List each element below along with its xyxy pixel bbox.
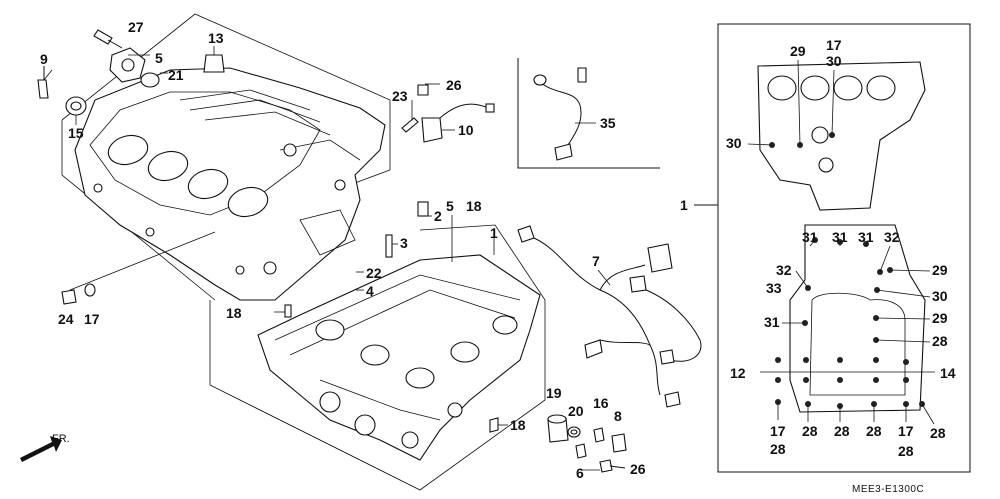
detail-leader-lines <box>747 59 935 425</box>
detail-callout-31-b: 31 <box>832 229 848 245</box>
callout-8-sensor: 8 <box>614 408 622 424</box>
callout-18-top: 18 <box>466 198 482 214</box>
callout-7: 7 <box>592 253 600 269</box>
lower-crankcase <box>209 201 546 491</box>
detail-callout-30-top: 30 <box>826 53 842 69</box>
detail-callout-31-a: 31 <box>802 229 818 245</box>
callout-15: 15 <box>68 125 84 141</box>
detail-callout-28-corner: 28 <box>930 425 946 441</box>
detail-callout-32-right: 32 <box>884 229 900 245</box>
detail-callout-29-mid: 29 <box>932 310 948 326</box>
detail-callout-31-c: 31 <box>858 229 874 245</box>
wire-harness-7 <box>517 225 702 408</box>
front-direction-arrow: FR. <box>20 433 70 462</box>
detail-callout-29-top: 29 <box>790 43 806 59</box>
detail-callout-17-top: 17 <box>826 37 842 53</box>
callout-23: 23 <box>392 88 408 104</box>
small-parts-bottom <box>547 414 627 473</box>
sensor-group-23-26-10 <box>401 84 495 143</box>
callout-10: 10 <box>458 122 474 138</box>
callout-24: 24 <box>58 311 74 327</box>
callout-13: 13 <box>208 30 224 46</box>
detail-callout-17-bottom-right: 17 <box>898 423 914 439</box>
callout-4: 4 <box>366 283 374 299</box>
callout-18-left: 18 <box>226 305 242 321</box>
callout-22: 22 <box>366 265 382 281</box>
callout-5-sensor: 5 <box>155 50 163 66</box>
detail-callout-32-left: 32 <box>776 262 792 278</box>
diagram-code: MEE3-E1300C <box>852 484 924 495</box>
callout-3: 3 <box>400 235 408 251</box>
detail-callout-28-b1: 28 <box>802 423 818 439</box>
callout-35: 35 <box>600 115 616 131</box>
detail-callout-33: 33 <box>766 280 782 296</box>
sensor-frame-35 <box>517 58 660 169</box>
callout-26-lower: 26 <box>630 461 646 477</box>
callout-labels: 27 5 21 9 13 15 24 17 26 23 10 35 2 5 18… <box>40 19 956 481</box>
callout-1-case: 1 <box>490 225 498 241</box>
callout-5-case: 5 <box>446 198 454 214</box>
upper-case-small-parts <box>37 29 225 305</box>
callout-1-box: 1 <box>680 197 688 213</box>
detail-callout-29-right: 29 <box>932 262 948 278</box>
callout-20: 20 <box>568 403 584 419</box>
callout-21: 21 <box>168 67 184 83</box>
detail-callout-17-bottom-left: 17 <box>770 423 786 439</box>
detail-callout-28-mid: 28 <box>932 333 948 349</box>
detail-callout-30-left: 30 <box>726 135 742 151</box>
detail-callout-31-d: 31 <box>764 314 780 330</box>
callout-26-upper: 26 <box>446 77 462 93</box>
front-direction-label: FR. <box>52 433 70 445</box>
upper-crankcase <box>61 13 391 301</box>
detail-callout-28-bottom-left: 28 <box>770 441 786 457</box>
detail-callout-12: 12 <box>730 365 746 381</box>
callout-18-bottom: 18 <box>510 417 526 433</box>
detail-callout-28-b3: 28 <box>866 423 882 439</box>
detail-callout-30-right: 30 <box>932 288 948 304</box>
detail-callout-28-b2: 28 <box>834 423 850 439</box>
callout-19: 19 <box>546 385 562 401</box>
callout-6: 6 <box>576 465 584 481</box>
callout-9: 9 <box>40 51 48 67</box>
callout-17-left: 17 <box>84 311 100 327</box>
detail-callout-14: 14 <box>940 365 956 381</box>
callout-16: 16 <box>593 395 609 411</box>
crankcase-detail-box <box>694 23 971 473</box>
callout-2: 2 <box>434 208 442 224</box>
callout-27: 27 <box>128 19 144 35</box>
detail-callout-28-bottom-right: 28 <box>898 443 914 459</box>
leader-lines <box>43 46 611 471</box>
